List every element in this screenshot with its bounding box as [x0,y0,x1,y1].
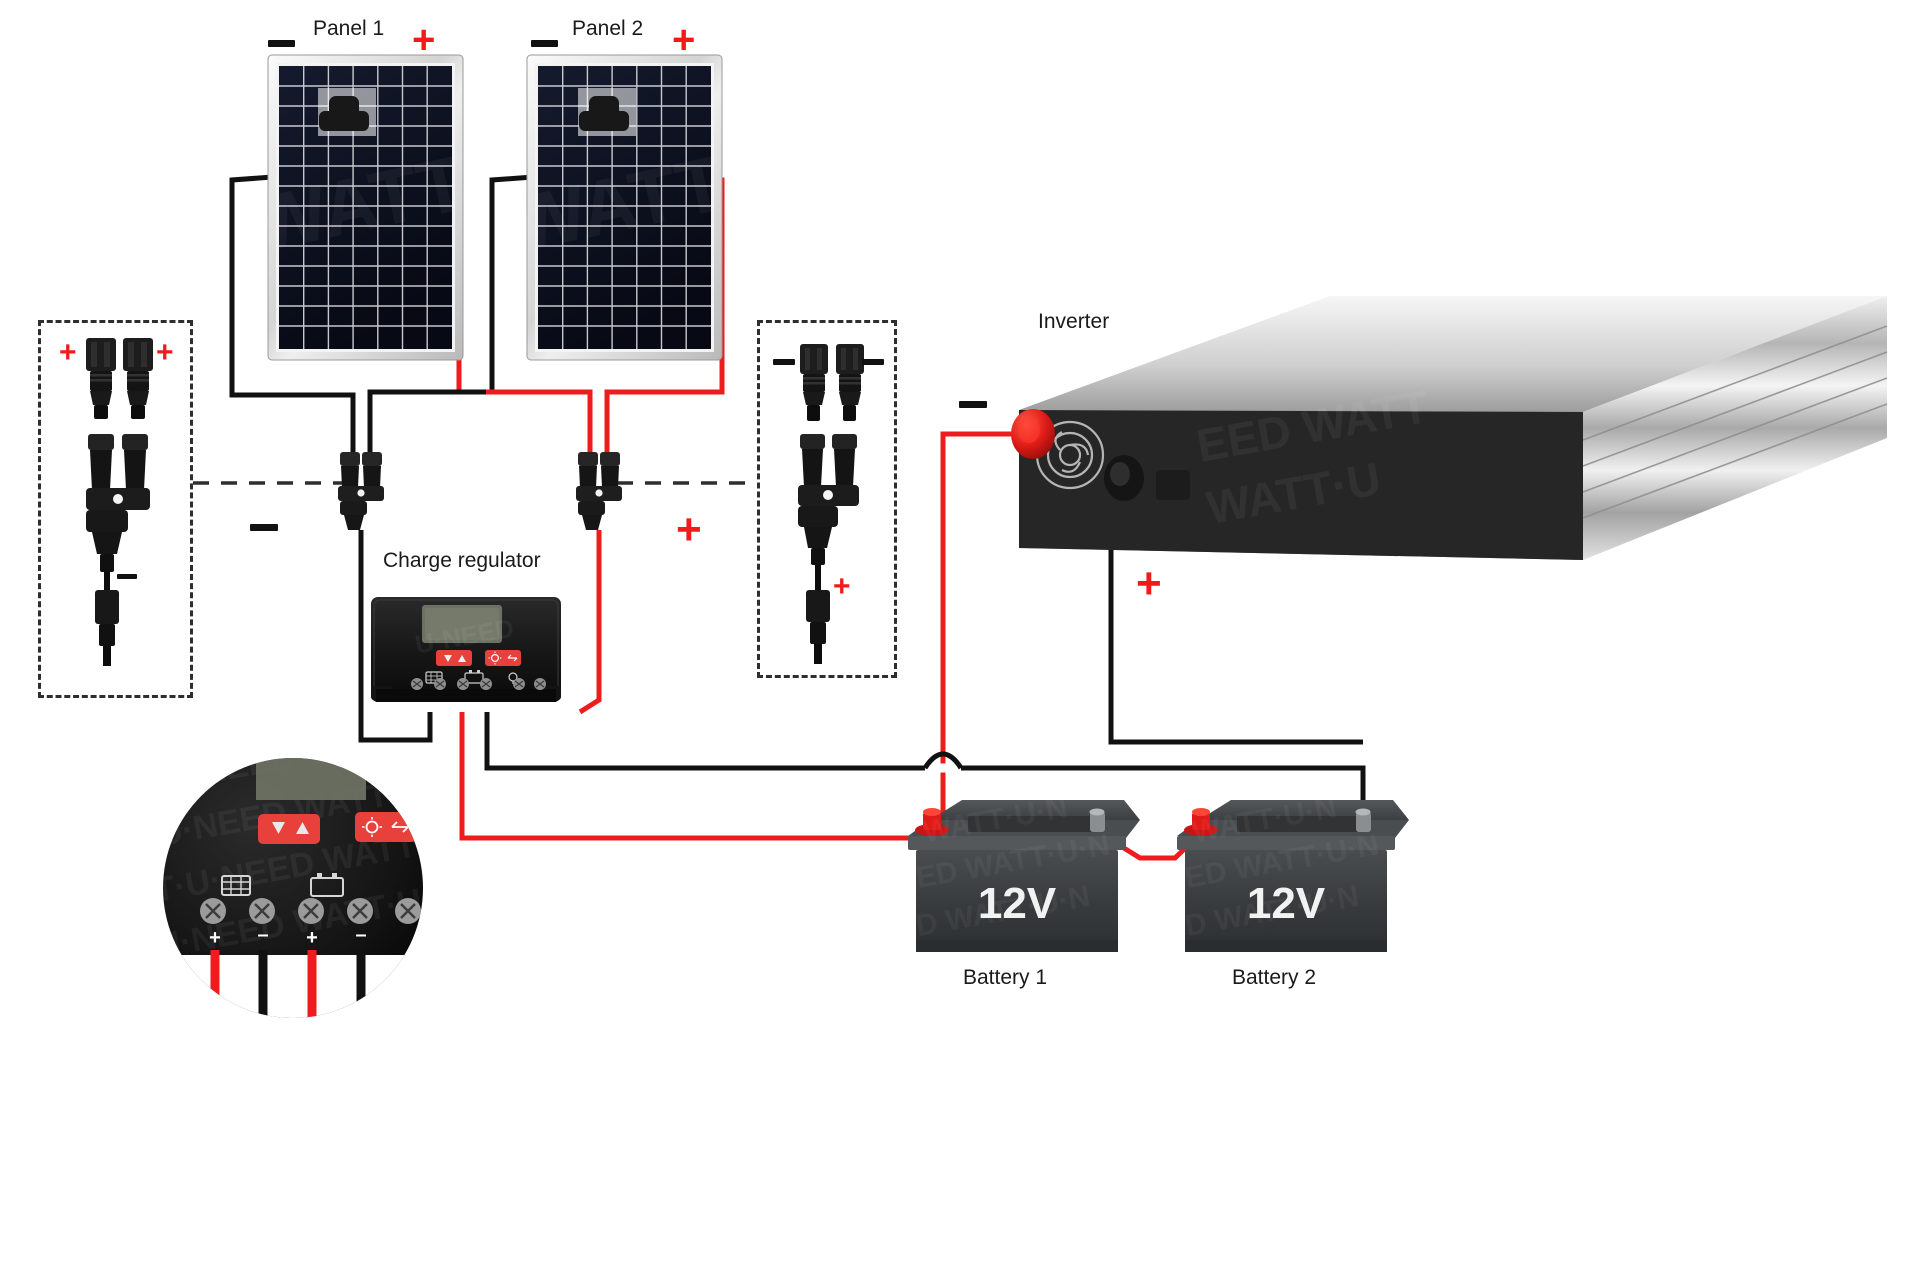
regulator-load-icon [508,672,518,684]
battery1-negative-terminal[interactable] [1089,808,1106,833]
panel2-junction-box [578,88,636,136]
left-box-minus-sign [117,574,137,579]
solar-panel-2[interactable]: WATT [504,54,733,361]
wire-panel1-positive-branch [486,389,593,452]
inverter-label: Inverter [1038,310,1110,333]
mc4-connector-pair-left [86,338,153,419]
inverter-minus-sign [959,401,987,408]
regulator-terminals [376,678,556,702]
svg-text:+: + [209,927,221,949]
battery2-voltage: 12V [1247,879,1326,928]
wire-inverter-to-battery1-positive [940,431,1019,825]
y-connector-negative-inline [338,452,384,530]
battery2-positive-terminal[interactable] [1184,808,1218,836]
battery1-voltage: 12V [978,879,1057,928]
inset-nav-button[interactable] [258,814,320,844]
regulator-light-button[interactable] [485,650,521,666]
wire-hop-arc [922,751,964,770]
inverter[interactable]: EED WATT WATT·U [1011,296,1888,560]
battery-2-label: Battery 2 [1232,966,1317,989]
inset-battery-icon [310,873,344,897]
battery-1[interactable]: WATT·U·N ED WATT·U·N D WATT·U·N 12V [908,791,1140,952]
battery-1-label: Battery 1 [963,966,1048,989]
panel-1-label: Panel 1 [313,17,385,40]
right-box-plus-sign: + [833,570,851,603]
wire-neg-trunk-to-regulator [358,530,433,743]
wire-pos-trunk-to-regulator [578,530,602,715]
inset-solar-icon [221,875,251,896]
panel1-minus-sign [268,40,295,47]
left-mc4-dashed-box [38,320,193,698]
panel2-minus-sign [531,40,558,47]
panel-2-label: Panel 2 [572,17,644,40]
battery2-negative-terminal[interactable] [1355,808,1372,833]
panel1-junction-box [318,88,376,136]
regulator-nav-button[interactable] [436,650,472,666]
regulator-solar-icon [425,671,443,684]
svg-text:–: – [257,924,268,946]
mc4-y-branch-right-sample [798,434,859,664]
right-mc4-dashed-box [757,320,897,678]
regulator-battery-icon [464,670,484,684]
regulator-zoom-inset: U·NEED WATT U·NEED WATT·U T·U·NEED WATT … [160,755,426,1021]
svg-text:+: + [306,927,318,949]
right-box-minus-a-sign [773,359,795,365]
left-box-plus-b-sign: + [156,336,174,369]
charge-regulator[interactable]: U·NEED [371,597,561,702]
string-plus-sign: + [676,505,702,554]
left-box-plus-a-sign: + [59,336,77,369]
string-minus-sign [250,524,278,531]
battery1-positive-terminal[interactable] [915,808,949,836]
right-box-minus-b-sign [862,359,884,365]
y-connector-positive-inline [576,452,622,530]
panel2-plus-sign: + [672,18,696,62]
inverter-red-terminal[interactable] [1011,409,1055,459]
panel1-plus-sign: + [412,18,436,62]
charge-regulator-label: Charge regulator [383,549,541,572]
inset-light-button[interactable] [355,812,417,842]
mc4-connector-pair-right [800,344,864,421]
inverter-black-terminal[interactable] [1104,455,1144,501]
svg-text:–: – [355,924,366,946]
mc4-y-branch-left-sample [86,434,150,666]
battery-2[interactable]: WATT·U·N ED WATT·U·N D WATT·U·N 12V [1177,791,1409,952]
wire-inverter-negative [1108,485,1363,745]
inverter-plus-sign: + [1136,559,1162,608]
solar-panel-1[interactable]: WATT [245,54,474,361]
